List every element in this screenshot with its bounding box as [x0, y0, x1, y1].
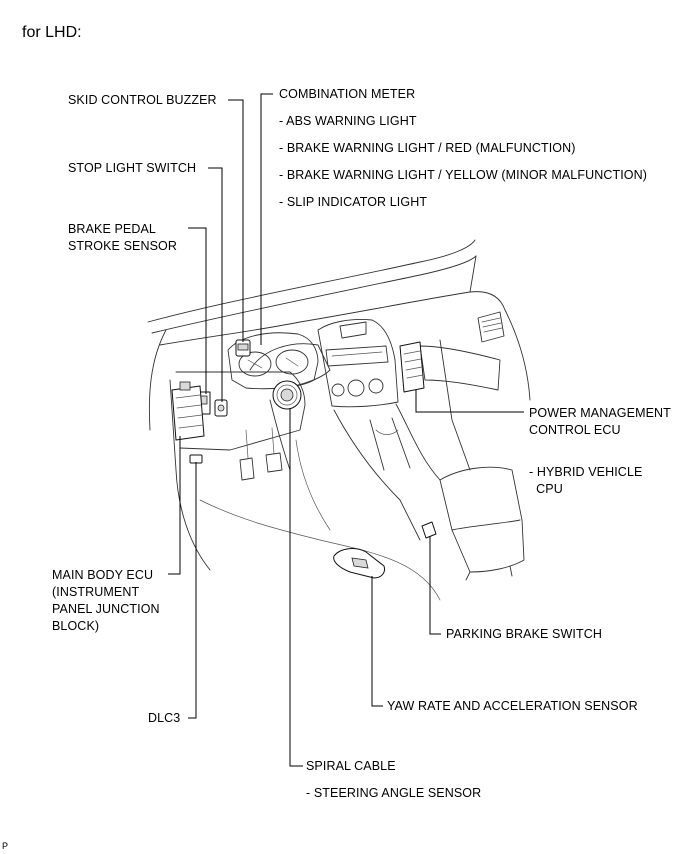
- corner-code: P: [2, 841, 9, 851]
- label-combination-meter: COMBINATION METER: [279, 87, 416, 101]
- main-body-ecu-part: [171, 381, 205, 441]
- parking-brake-switch-part: [421, 521, 437, 539]
- label-yaw-rate-and-acceleration-sensor: YAW RATE AND ACCELERATION SENSOR: [387, 699, 638, 713]
- dashboard-sketch: [147, 239, 531, 601]
- label-slip-indicator-light: - SLIP INDICATOR LIGHT: [279, 195, 428, 209]
- page-title: for LHD:: [22, 24, 82, 41]
- label-brake-warning-light-red: - BRAKE WARNING LIGHT / RED (MALFUNCTION…: [279, 141, 576, 155]
- label-parking-brake-switch: PARKING BRAKE SWITCH: [446, 627, 602, 641]
- label-main-body-ecu: MAIN BODY ECU (INSTRUMENT PANEL JUNCTION…: [52, 568, 160, 633]
- label-power-management-control-ecu: POWER MANAGEMENT CONTROL ECU: [529, 406, 671, 437]
- leader-lines: [168, 93, 524, 767]
- label-stop-light-switch: STOP LIGHT SWITCH: [68, 161, 197, 175]
- skid-control-buzzer-part: [235, 339, 251, 357]
- label-brake-pedal-stroke-sensor: BRAKE PEDAL STROKE SENSOR: [68, 222, 177, 253]
- dlc3-part: [189, 454, 203, 464]
- label-steering-angle-sensor: - STEERING ANGLE SENSOR: [306, 786, 482, 800]
- label-dlc3: DLC3: [148, 711, 181, 725]
- label-skid-control-buzzer: SKID CONTROL BUZZER: [68, 93, 217, 107]
- power-management-ecu-part: [399, 341, 425, 393]
- label-spiral-cable: SPIRAL CABLE: [306, 759, 396, 773]
- label-abs-warning-light: - ABS WARNING LIGHT: [279, 114, 417, 128]
- yaw-rate-sensor-part: [333, 548, 385, 579]
- label-brake-warning-light-yellow: - BRAKE WARNING LIGHT / YELLOW (MINOR MA…: [279, 168, 647, 182]
- stop-light-switch-part: [214, 399, 228, 417]
- spiral-cable-part: [272, 380, 302, 410]
- label-hybrid-vehicle-cpu: - HYBRID VEHICLE CPU: [529, 465, 643, 496]
